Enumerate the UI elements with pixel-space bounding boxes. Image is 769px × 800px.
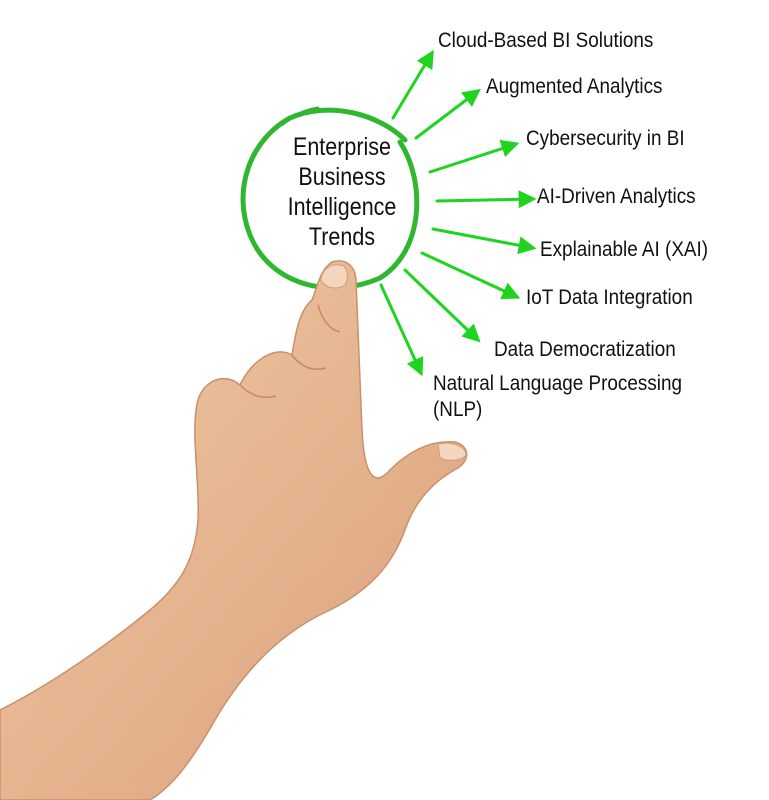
arrow-8	[379, 283, 424, 377]
central-circle	[240, 107, 420, 291]
arrow-4	[435, 190, 537, 209]
arrow-7	[403, 268, 481, 343]
circle-stroke-tail	[281, 106, 320, 126]
index-finger-crease	[317, 304, 341, 333]
center-title: Enterprise Business Intelligence Trends	[273, 132, 411, 252]
trend-label-cloud-bi: Cloud-Based BI Solutions	[438, 29, 654, 52]
center-title-line: Business	[298, 163, 386, 191]
trend-label-nlp-line1: Natural Language Processing	[433, 372, 683, 395]
trend-label-cybersecurity: Cybersecurity in BI	[526, 127, 685, 150]
knuckle-line-2	[291, 354, 327, 370]
thumb-nail	[437, 442, 467, 461]
center-title-line: Enterprise	[292, 133, 391, 161]
center-title-line: Intelligence	[287, 193, 397, 221]
trend-label-nlp: Natural Language Processing (NLP)	[433, 371, 682, 423]
trend-label-explainable-ai: Explainable AI (XAI)	[540, 238, 709, 261]
center-title-line: Trends	[308, 223, 376, 251]
trend-label-data-democratization: Data Democratization	[494, 338, 676, 361]
fingernail	[320, 264, 348, 289]
trend-label-iot-integration: IoT Data Integration	[526, 286, 693, 309]
arrow-3	[428, 139, 520, 174]
arrow-1	[391, 49, 434, 120]
trend-label-ai-driven-analytics: AI-Driven Analytics	[537, 185, 696, 208]
knuckle-line-1	[239, 384, 277, 399]
arrow-2	[414, 88, 481, 140]
hand-shape	[0, 260, 468, 800]
trend-label-augmented-analytics: Augmented Analytics	[486, 75, 663, 98]
trend-label-nlp-line2: (NLP)	[433, 398, 483, 421]
arrow-6	[420, 251, 521, 300]
pointing-hand-image	[0, 260, 468, 800]
trend-arrows	[379, 49, 537, 377]
arrow-5	[431, 227, 537, 255]
